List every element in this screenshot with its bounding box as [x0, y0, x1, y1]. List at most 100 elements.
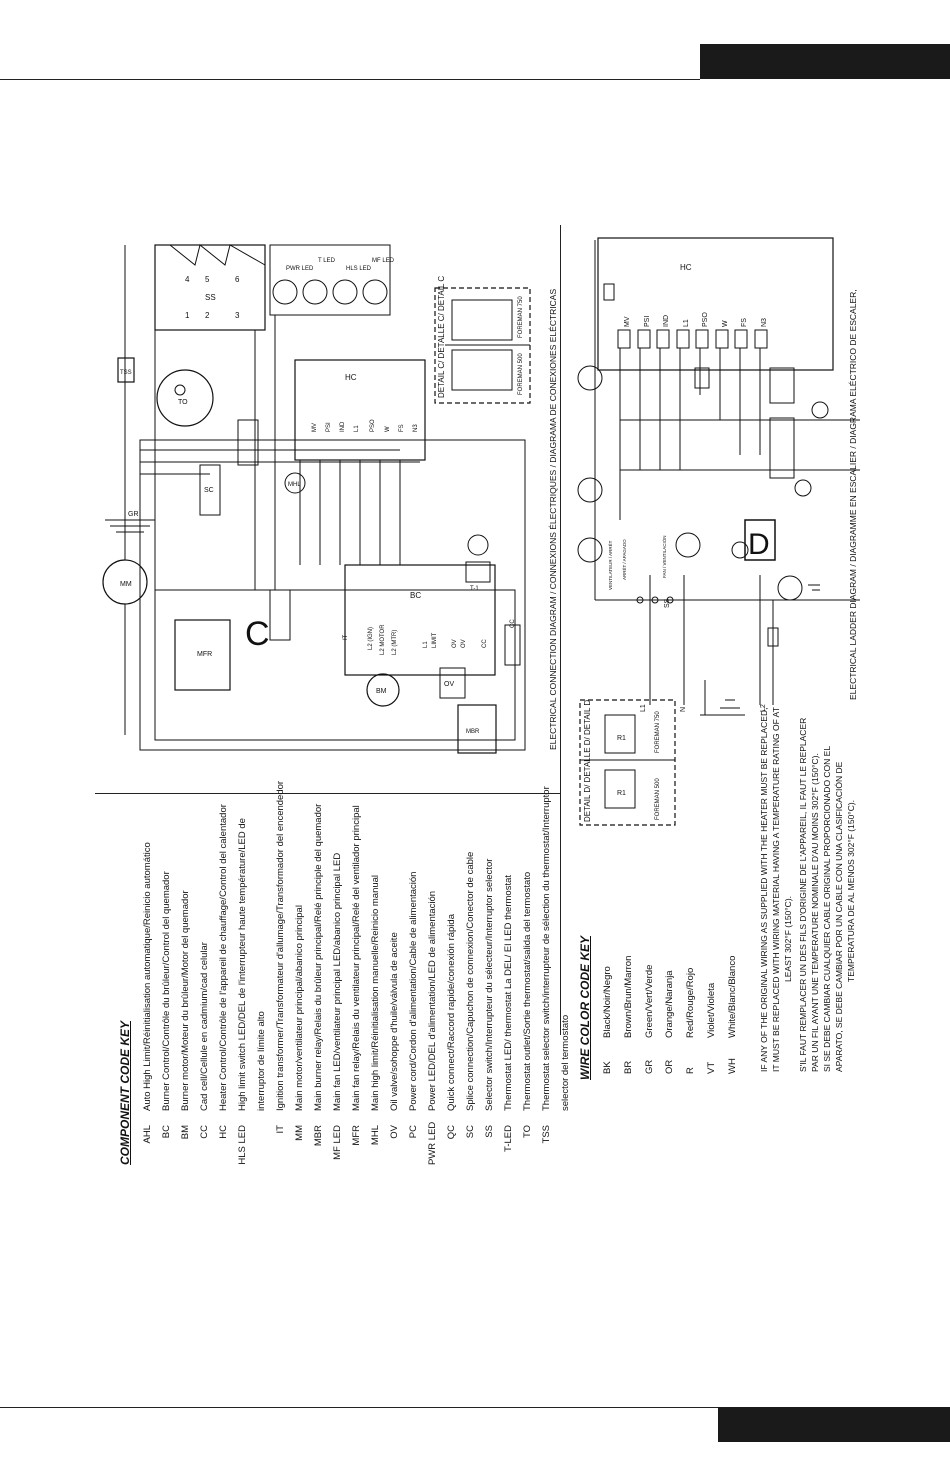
to-label: TO	[178, 399, 188, 406]
component-code: MM	[294, 1125, 305, 1141]
component-code: MHL	[370, 1125, 381, 1146]
note-line: IT MUST BE REPLACED WITH WIRING MATERIAL…	[771, 707, 781, 1072]
detail-d-r1b: R1	[617, 790, 626, 797]
mhl-label: MHL	[288, 482, 301, 488]
component-code: PWR LED	[427, 1121, 438, 1165]
header-tab	[700, 44, 950, 79]
component-code: SS	[484, 1125, 495, 1138]
mf-led	[362, 279, 388, 305]
wire-desc: Green/Vert/Verde	[643, 964, 655, 1038]
wire-desc: Black/Noir/Negro	[602, 966, 613, 1038]
component-desc: selector del termostato	[560, 1014, 571, 1111]
component-key-row: HLS LED High limit switch LED/DEL de l'in…	[233, 445, 252, 1165]
svg-text:4: 4	[185, 275, 190, 284]
tss-label: TSS	[120, 370, 132, 376]
t1-label: T-1	[470, 586, 479, 592]
component-desc: Oil valve/sohoppe d'huile/válvula de ace…	[389, 932, 400, 1111]
footer-rule	[0, 1407, 718, 1408]
detail-d-foreman-750: FOREMAN 750	[655, 711, 661, 753]
component-desc: Selector switch/Interrupteur du sélecteu…	[484, 858, 495, 1111]
note-line: LEAST 302°F (150°C).	[783, 895, 793, 982]
component-code: TO	[522, 1125, 533, 1139]
hc-term-mv: MV	[312, 423, 318, 432]
wire-code: R	[685, 1067, 697, 1074]
svg-text:1: 1	[185, 311, 190, 320]
wire-desc: Violet/Violeta	[705, 982, 717, 1038]
component-code	[556, 1111, 575, 1165]
component-desc: Thermostat LED/ thermostat La DEL/ El LE…	[503, 874, 514, 1111]
component-key-row: MM Main motor/ventilateur principal/abani…	[290, 445, 309, 1165]
component-desc: Splice connection/Capuchon de connexion/…	[465, 851, 476, 1111]
ss-label: SS	[205, 293, 216, 302]
bm-label: BM	[376, 688, 387, 695]
hc-term-psi: PSI	[326, 422, 332, 432]
bc-label: BC	[410, 591, 421, 600]
component-code: TSS	[541, 1125, 552, 1144]
component-code: BC	[161, 1125, 172, 1139]
detail-c-foreman-500: FOREMAN 500	[518, 353, 524, 395]
hc-term-fs: FS	[399, 424, 405, 432]
header-rule	[0, 79, 700, 80]
component-code: CC	[199, 1125, 210, 1139]
component-desc: Quick connect/Raccord rapide/conexión rá…	[446, 914, 457, 1111]
divider-left	[95, 793, 560, 794]
wire-code: WH	[726, 1058, 738, 1074]
component-desc: High limit switch LED/DEL de l'interrupt…	[237, 818, 248, 1111]
detail-c-title: DETAIL C/ DETALLE C/ DETAIL C	[437, 275, 446, 398]
ladder-motor-main	[777, 575, 803, 601]
svg-text:3: 3	[235, 311, 240, 320]
component-code: HLS LED	[237, 1125, 248, 1165]
component-desc: Burner motor/Moteur du brûleur/Motor del…	[180, 890, 191, 1111]
component-key-row: SS Selector switch/Interrupteur du sélect…	[480, 445, 499, 1165]
main-fan-relay	[174, 619, 231, 691]
ladder-term-psi: PSI	[644, 315, 651, 327]
letter-c: C	[245, 615, 270, 653]
detail-d-r1a: R1	[617, 735, 626, 742]
component-key-row: BM Burner motor/Moteur du brûleur/Motor d…	[176, 445, 195, 1165]
note-line: TEMPERATURA DE AL MENOS 302°F (150°C).	[846, 799, 856, 982]
thermostat-outlet	[156, 369, 214, 427]
detail-c-foreman-750: FOREMAN 750	[518, 296, 524, 338]
component-desc: Main motor/ventilateur principal/abanico…	[294, 905, 305, 1111]
gr-label: GR	[128, 511, 139, 518]
main-burner-relay	[457, 704, 497, 754]
wire-desc: Red/Rouge/Rojo	[685, 967, 697, 1038]
ignition-transformer	[467, 534, 489, 556]
component-desc: Heater Control/Contrôle de l'appareil de…	[218, 804, 229, 1111]
component-desc: Thermostat selector switch/interrupteur …	[541, 786, 552, 1111]
component-key-title: COMPONENT CODE KEY	[118, 1020, 132, 1165]
note-line: IF ANY OF THE ORIGINAL WIRING AS SUPPLIE…	[759, 707, 769, 1072]
component-code	[252, 1111, 271, 1165]
component-code: AHL	[142, 1125, 153, 1144]
ov-label: OV	[444, 681, 454, 688]
ss-pos-2: ARRÊT / APAGADO	[622, 539, 627, 580]
hls-led-label: HLS LED	[346, 266, 372, 272]
detail-d-box	[579, 699, 676, 826]
component-desc: Power cord/Cordon d'alimentation/Cable d…	[408, 871, 419, 1111]
ladder-term-ind: IND	[663, 314, 670, 327]
wire-code: GR	[643, 1059, 655, 1074]
svg-text:6: 6	[235, 275, 240, 284]
wire-code: BK	[602, 1061, 613, 1074]
hc-term-n3: N3	[413, 424, 419, 432]
component-code: BM	[180, 1125, 191, 1140]
hls-led	[332, 279, 358, 305]
t-led	[302, 279, 328, 305]
ladder-hc-box	[597, 237, 834, 371]
wire-code: BR	[622, 1060, 634, 1074]
